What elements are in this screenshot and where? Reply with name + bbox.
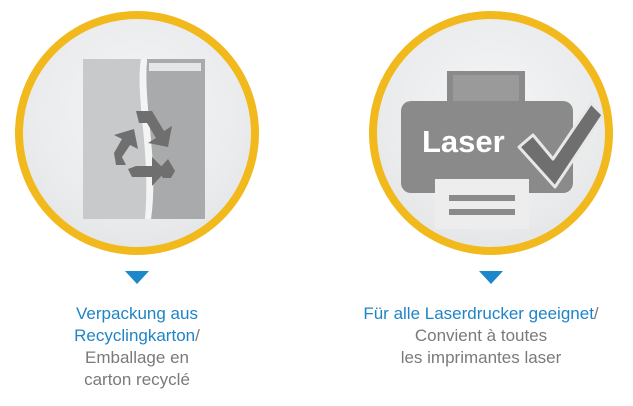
caption-slash: / [593, 304, 599, 323]
laser-caption: Für alle Laserdrucker geeignet/ Convient… [316, 303, 633, 369]
pointer-triangle-icon [479, 271, 503, 284]
laser-printer-badge: Laser [369, 11, 613, 255]
caption-line: Emballage en [85, 348, 189, 367]
caption-line: Recyclingkarton [74, 326, 196, 345]
caption-line: Für alle Laserdrucker geeignet [363, 304, 594, 323]
caption-line: les imprimantes laser [400, 348, 562, 367]
recycling-caption: Verpackung aus Recyclingkarton/ Emballag… [0, 303, 302, 391]
caption-slash: / [195, 326, 200, 345]
laser-printer-check-icon: Laser [401, 71, 605, 229]
printer-label: Laser [422, 124, 505, 159]
recycling-badge [15, 11, 259, 255]
caption-line: carton recyclé [84, 370, 190, 389]
recycling-carton-icon [83, 59, 205, 219]
pointer-triangle-icon [125, 271, 149, 284]
caption-line: Verpackung aus [76, 304, 198, 323]
caption-line: Convient à toutes [414, 326, 548, 345]
